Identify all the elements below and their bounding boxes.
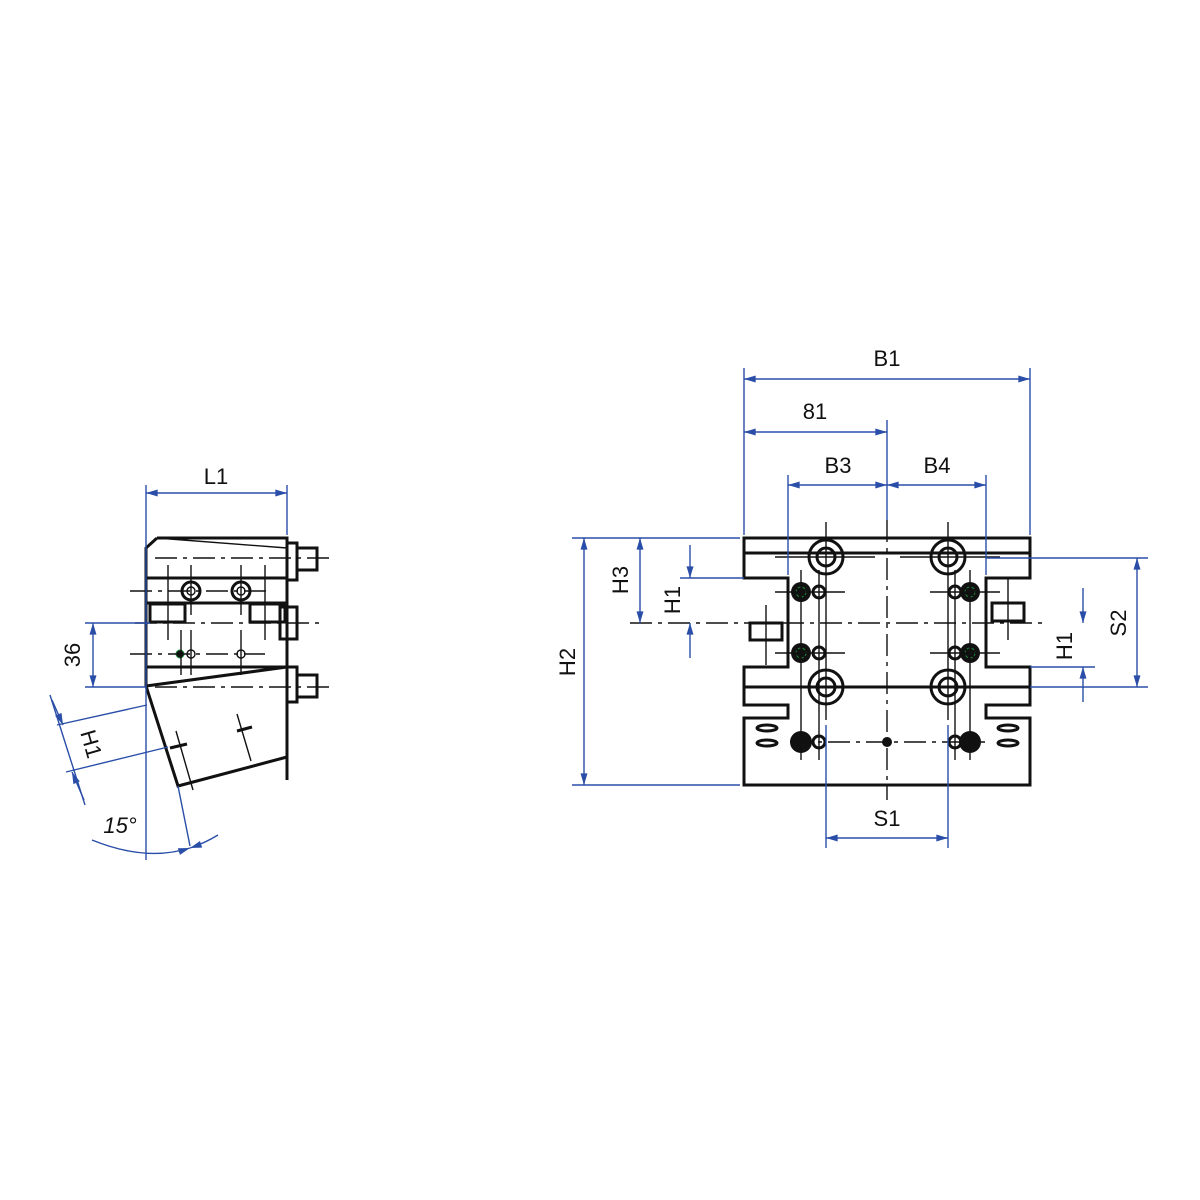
dim-H2-label: H2 (555, 648, 580, 676)
dimension-B3-B4: B3 B4 (787, 453, 987, 575)
dimension-B1: B1 (743, 346, 1031, 535)
dimension-S1: S1 (825, 725, 949, 848)
dim-S2-label: S2 (1106, 610, 1131, 637)
dim-B3-label: B3 (825, 453, 852, 478)
dimension-H1-side: H1 (49, 694, 169, 806)
dim-angle-label: 15° (103, 813, 136, 838)
dimension-L1: L1 (145, 464, 288, 860)
dim-H1-side-label: H1 (75, 727, 107, 761)
dim-B1-label: B1 (874, 346, 901, 371)
front-view: B1 81 B3 B4 H2 H3 H1 S2 H1 S1 (555, 346, 1148, 848)
dim-L1-label: L1 (204, 464, 228, 489)
side-view: L1 36 H1 15° (49, 464, 332, 860)
dimension-angle-15: 15° (91, 785, 219, 855)
dim-B4-label: B4 (924, 453, 951, 478)
side-view-centerlines (130, 557, 332, 791)
dimension-S2-H1: S2 H1 (986, 557, 1148, 702)
front-view-centerlines (630, 520, 1045, 800)
dimension-81: 81 (744, 399, 888, 520)
dim-H1-left-label: H1 (660, 586, 685, 614)
dimension-H2-H3-H1: H2 H3 H1 (555, 537, 744, 786)
dim-36-label: 36 (60, 643, 85, 667)
side-view-body (144, 536, 319, 788)
dim-S1-label: S1 (874, 806, 901, 831)
dim-H1-right-label: H1 (1052, 632, 1077, 660)
dimension-36: 36 (60, 622, 150, 688)
dim-81-label: 81 (803, 399, 827, 424)
dim-H3-label: H3 (608, 566, 633, 594)
oval-slots (755, 723, 1020, 748)
